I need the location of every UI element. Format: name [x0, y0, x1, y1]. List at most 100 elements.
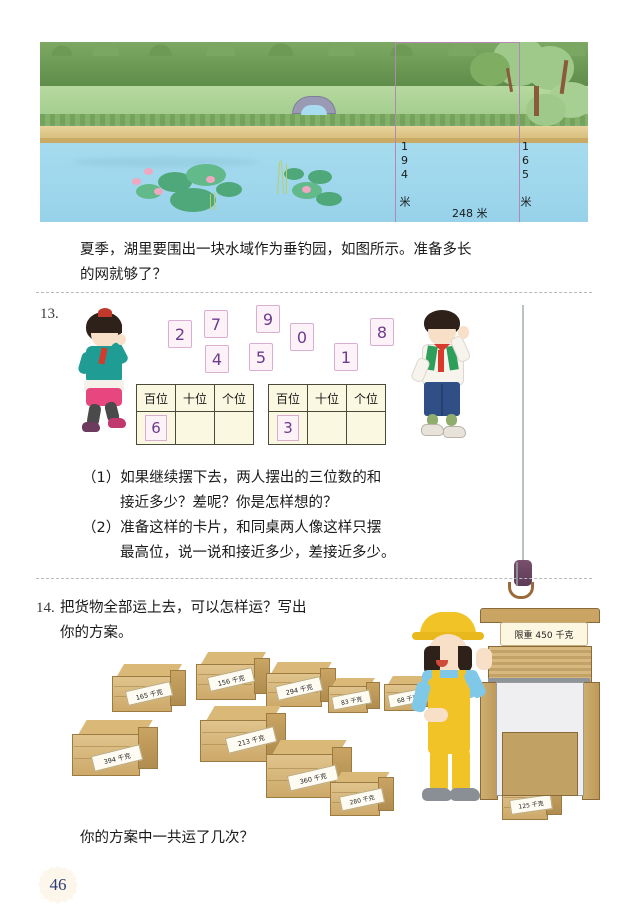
worker-figure — [404, 612, 494, 812]
lily-pad — [186, 164, 226, 186]
leg — [430, 750, 448, 792]
red-scarf — [434, 344, 450, 352]
lift-right-wall — [582, 682, 600, 800]
table-header-row: 百位 十位 个位 — [136, 384, 254, 412]
hook-icon — [508, 582, 534, 599]
crate: 156 千克 — [196, 652, 270, 704]
lake-illustration — [40, 42, 588, 222]
problem-13-number: 13. — [40, 306, 59, 322]
cell-tens[interactable] — [307, 411, 347, 445]
placed-card: 3 — [277, 415, 299, 441]
hair-bow — [98, 308, 112, 317]
lift-roof — [480, 608, 600, 623]
sock — [446, 414, 457, 426]
problem-14-text-line1: 把货物全部运上去，可以怎样运？写出 — [60, 600, 307, 616]
lotus-flower — [302, 186, 311, 193]
lily-pad — [170, 188, 216, 212]
cell-hundreds[interactable]: 3 — [268, 411, 308, 445]
overall-strap — [458, 670, 466, 686]
crate-plank — [74, 746, 136, 747]
q2-line1: 准备这样的卡片，和同桌两人像这样只摆 — [120, 520, 382, 536]
problem-12-text-line2: 的网就够了？ — [80, 267, 167, 283]
place-value-table-right: 百位 十位 个位 3 — [268, 384, 386, 445]
q2-label: （2） — [82, 520, 121, 536]
tree-trunk — [534, 86, 539, 116]
header-tens: 十位 — [175, 384, 215, 412]
q1-line2: 接近多少？差呢？你是怎样想的？ — [120, 495, 338, 511]
crate: 83 千克 — [328, 678, 380, 716]
lily-pad — [284, 168, 304, 180]
lily-pad — [136, 184, 162, 199]
problem-14-text-line2: 你的方案。 — [60, 625, 133, 641]
number-card[interactable]: 8 — [370, 318, 394, 346]
problem-14-bottom-question: 你的方案中一共运了几次？ — [80, 830, 254, 846]
work-boot — [422, 788, 452, 801]
red-scarf-tail — [438, 350, 444, 372]
dimension-left: 194 米 — [398, 140, 411, 208]
number-card[interactable]: 4 — [205, 345, 229, 373]
lotus-flower — [132, 178, 141, 185]
number-card[interactable]: 1 — [334, 343, 358, 371]
problem-12-text-line1: 夏季，湖里要围出一块水域作为垂钓园，如图所示。准备多长 — [80, 242, 472, 258]
crate-plank — [202, 732, 264, 733]
page-number: 46 — [49, 875, 67, 894]
overall-strap — [432, 670, 440, 686]
cell-tens[interactable] — [175, 411, 215, 445]
problem-14-number: 14. — [36, 600, 55, 616]
cell-ones[interactable] — [214, 411, 254, 445]
number-card[interactable]: 0 — [290, 323, 314, 351]
pants-seam — [441, 384, 443, 416]
divider — [36, 578, 592, 579]
dimension-bottom: 248 米 — [452, 207, 488, 220]
crate: 165 千克 — [112, 664, 186, 716]
reed — [286, 164, 287, 194]
number-card[interactable]: 5 — [249, 343, 273, 371]
crate-side — [170, 670, 186, 706]
table-value-row: 6 — [136, 411, 254, 445]
hand-waving — [458, 326, 469, 339]
header-ones: 个位 — [346, 384, 386, 412]
reed — [214, 192, 215, 210]
sideburn — [458, 646, 472, 672]
hoist-cable — [516, 562, 518, 586]
freight-lift: 限重 450 千克 — [480, 562, 600, 800]
header-ones: 个位 — [214, 384, 254, 412]
lily-pad — [308, 170, 332, 184]
cell-hundreds[interactable]: 6 — [136, 411, 176, 445]
hand — [424, 708, 448, 722]
lotus-flower — [154, 188, 163, 195]
crate-side — [138, 727, 158, 769]
number-card[interactable]: 9 — [256, 305, 280, 333]
header-hundreds: 百位 — [268, 384, 308, 412]
shoe — [82, 422, 100, 432]
mouth — [436, 660, 448, 667]
sock — [427, 414, 438, 426]
problem-13-q1: （1） 如果继续摆下去，两人摆出的三位数的和 接近多少？差呢？你是怎样想的？ — [82, 466, 512, 516]
place-value-table-left: 百位 十位 个位 6 — [136, 384, 254, 445]
problem-13-q2: （2） 准备这样的卡片，和同桌两人像这样只摆 最高位，说一说和接近多少，差接近多… — [82, 516, 512, 566]
weight-limit-sign: 限重 450 千克 — [500, 622, 588, 646]
lily-pad — [216, 182, 242, 197]
reed — [210, 194, 211, 210]
shoe — [108, 418, 126, 428]
crate: 294 千克 — [266, 662, 336, 712]
number-card[interactable]: 7 — [204, 310, 228, 338]
leg — [452, 750, 470, 792]
lotus-flower — [144, 168, 153, 175]
table-header-row: 百位 十位 个位 — [268, 384, 386, 412]
lily-pad — [158, 172, 192, 192]
hand — [116, 334, 126, 345]
shoe — [443, 426, 466, 438]
lift-rail — [488, 678, 590, 682]
shore-edge — [40, 138, 588, 143]
shoe — [421, 424, 444, 436]
lotus-flower — [206, 176, 215, 183]
hedge-row — [40, 114, 588, 128]
q2-line2: 最高位，说一说和接近多少，差接近多少。 — [120, 545, 396, 561]
fringe — [425, 315, 459, 329]
number-card[interactable]: 2 — [168, 320, 192, 348]
fishing-zone-rect — [395, 42, 520, 222]
cell-ones[interactable] — [346, 411, 386, 445]
lily-pad — [316, 192, 342, 206]
